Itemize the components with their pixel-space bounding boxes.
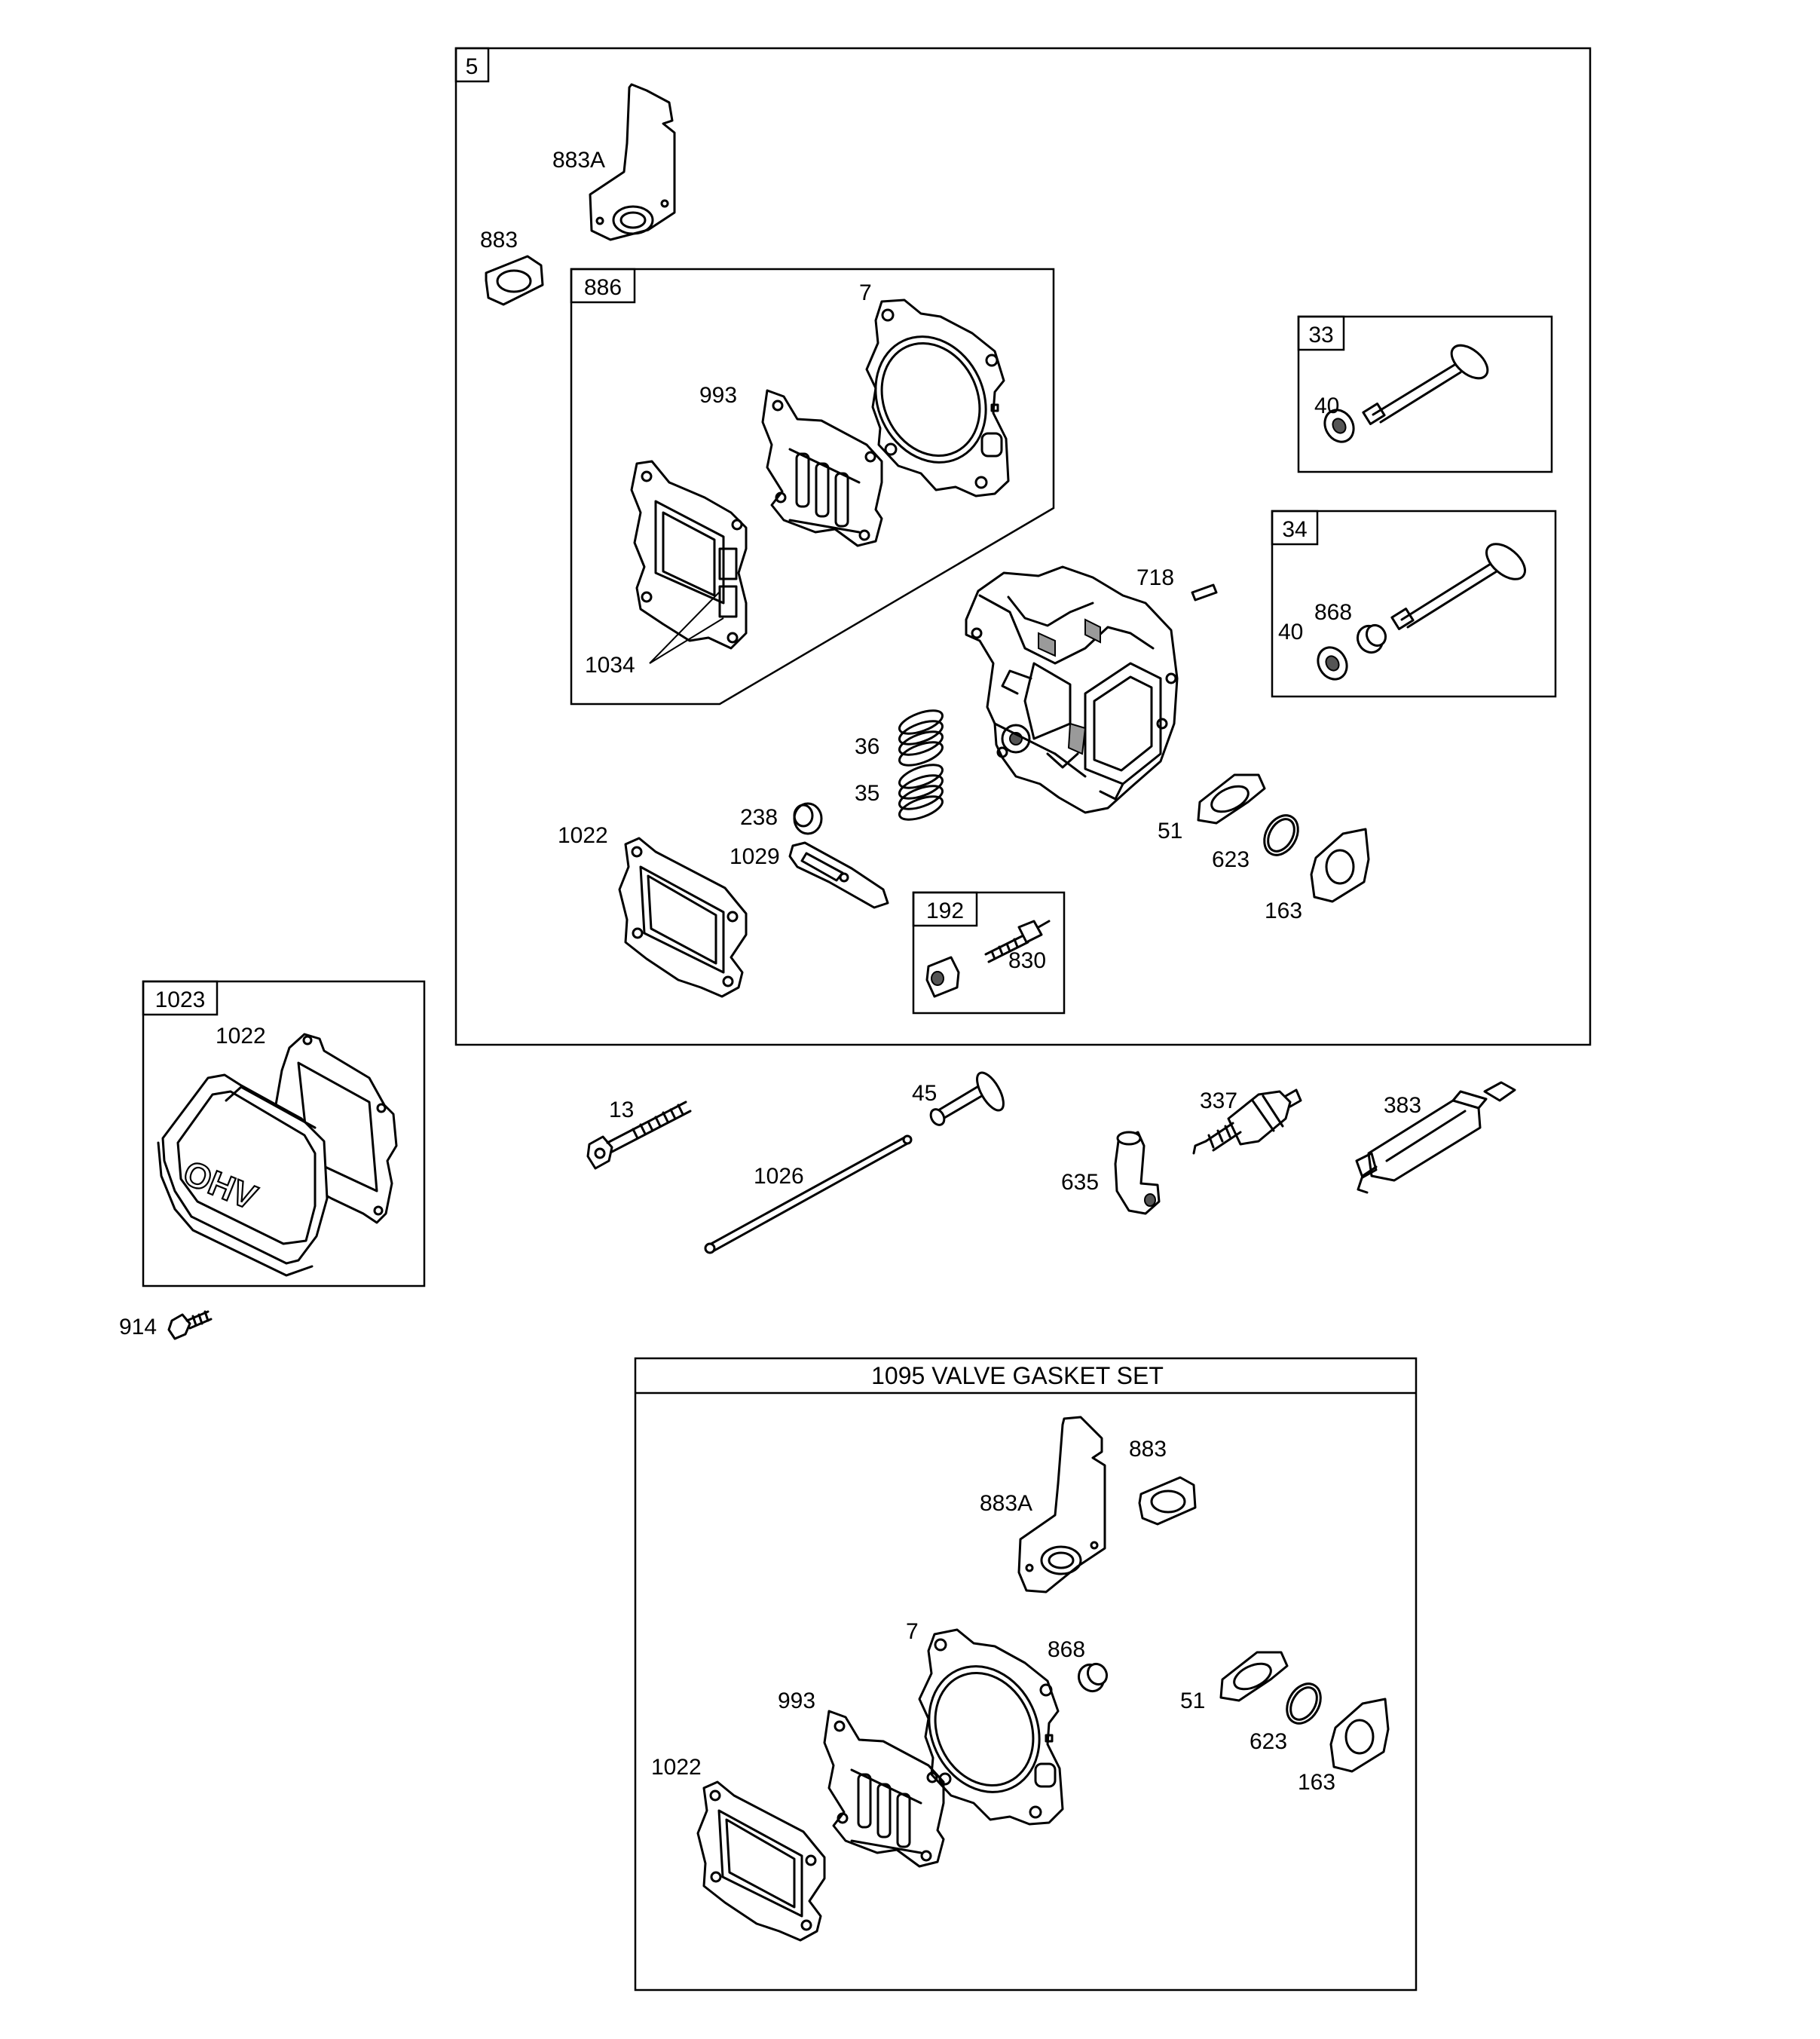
part-383-wrench[interactable] bbox=[1355, 1081, 1516, 1194]
label-51: 51 bbox=[1158, 819, 1182, 843]
label-40-a: 40 bbox=[1314, 393, 1339, 418]
part-993-gasket[interactable] bbox=[761, 389, 883, 547]
frame-886-label: 886 bbox=[584, 275, 622, 300]
label-635: 635 bbox=[1061, 1170, 1099, 1195]
frame-1095-gasket-set: 1095 VALVE GASKET SET bbox=[634, 1357, 1418, 1992]
set-part-993-gasket[interactable] bbox=[823, 1710, 945, 1868]
label-238: 238 bbox=[740, 805, 778, 830]
part-35-spring[interactable] bbox=[897, 760, 946, 824]
part-51-gasket[interactable] bbox=[1197, 773, 1266, 825]
label-383: 383 bbox=[1384, 1093, 1421, 1118]
label-40-b: 40 bbox=[1278, 620, 1303, 644]
set-label-7: 7 bbox=[906, 1619, 919, 1644]
set-part-1022-gasket[interactable] bbox=[696, 1780, 826, 1942]
frame-33-label: 33 bbox=[1308, 323, 1333, 347]
part-7-head-gasket[interactable] bbox=[855, 299, 1010, 498]
part-34-valve[interactable] bbox=[1390, 537, 1531, 630]
part-914-bolt[interactable] bbox=[167, 1310, 213, 1340]
frame-886: 886 bbox=[570, 268, 1055, 706]
set-label-163: 163 bbox=[1298, 1770, 1335, 1795]
label-914: 914 bbox=[119, 1315, 157, 1339]
part-1022-gasket-main[interactable] bbox=[618, 837, 748, 998]
gasket-set-title: 1095 VALVE GASKET SET bbox=[871, 1362, 1164, 1389]
set-label-883: 883 bbox=[1129, 1437, 1167, 1462]
label-623: 623 bbox=[1212, 847, 1250, 872]
part-830-stud[interactable] bbox=[984, 920, 1051, 963]
part-883a-bracket[interactable] bbox=[589, 83, 676, 241]
set-label-993: 993 bbox=[778, 1688, 815, 1713]
set-label-51: 51 bbox=[1180, 1688, 1205, 1713]
part-868-seal-a[interactable] bbox=[1353, 621, 1389, 657]
set-part-51-gasket[interactable] bbox=[1219, 1651, 1289, 1702]
part-13-bolt[interactable] bbox=[586, 1101, 692, 1170]
set-label-868: 868 bbox=[1048, 1637, 1085, 1662]
set-part-7-head-gasket[interactable] bbox=[909, 1628, 1064, 1826]
label-1022-cover: 1022 bbox=[216, 1024, 266, 1049]
label-45: 45 bbox=[912, 1081, 937, 1106]
part-1023-valve-cover[interactable]: OHV bbox=[157, 1073, 329, 1277]
label-718: 718 bbox=[1136, 565, 1174, 590]
part-1029-rocker[interactable] bbox=[788, 841, 889, 909]
part-163-gasket[interactable] bbox=[1310, 828, 1370, 903]
part-40-retainer-a[interactable] bbox=[1319, 405, 1359, 447]
part-1034-breather[interactable] bbox=[630, 460, 748, 650]
frame-33: 33 bbox=[1297, 315, 1553, 473]
leader-1034-a bbox=[649, 591, 720, 664]
part-238-cap[interactable] bbox=[793, 802, 823, 835]
part-718-pin[interactable] bbox=[1191, 583, 1218, 602]
label-883a: 883A bbox=[552, 148, 605, 173]
part-36-spring[interactable] bbox=[897, 706, 946, 770]
part-337-spark-plug[interactable] bbox=[1192, 1088, 1302, 1155]
label-868-a: 868 bbox=[1314, 600, 1352, 625]
leader-1034-b bbox=[649, 617, 724, 664]
part-192-nut[interactable] bbox=[925, 956, 960, 998]
set-label-623: 623 bbox=[1250, 1729, 1287, 1754]
frame-192: 192 bbox=[912, 891, 1066, 1015]
set-part-883a-bracket[interactable] bbox=[1017, 1416, 1106, 1594]
part-623-ring[interactable] bbox=[1258, 810, 1305, 861]
set-part-623-ring[interactable] bbox=[1280, 1678, 1328, 1729]
label-993: 993 bbox=[699, 383, 737, 408]
frame-192-label: 192 bbox=[926, 899, 964, 923]
part-635-boot[interactable] bbox=[1114, 1131, 1161, 1215]
label-163: 163 bbox=[1265, 899, 1302, 923]
label-1026: 1026 bbox=[754, 1164, 804, 1189]
frame-5-label: 5 bbox=[466, 54, 479, 79]
label-35: 35 bbox=[855, 781, 879, 806]
label-1034: 1034 bbox=[585, 653, 635, 678]
part-1026-pushrod[interactable] bbox=[704, 1134, 913, 1254]
label-36: 36 bbox=[855, 734, 879, 759]
set-part-163-gasket[interactable] bbox=[1329, 1698, 1390, 1773]
frame-34-label: 34 bbox=[1282, 517, 1307, 542]
frame-1023-label: 1023 bbox=[155, 987, 206, 1012]
frame-34: 34 bbox=[1271, 510, 1557, 698]
label-7: 7 bbox=[859, 280, 872, 305]
part-33-valve[interactable] bbox=[1362, 339, 1494, 425]
frame-1023: 1023 bbox=[142, 980, 426, 1287]
label-830: 830 bbox=[1008, 948, 1046, 973]
frame-5: 5 bbox=[454, 47, 1592, 1046]
set-label-883a: 883A bbox=[980, 1491, 1032, 1516]
part-45-tappet[interactable] bbox=[928, 1069, 1009, 1128]
label-1022: 1022 bbox=[558, 823, 608, 848]
label-13: 13 bbox=[609, 1098, 634, 1122]
part-40-retainer-b[interactable] bbox=[1312, 642, 1352, 684]
part-883-gasket[interactable] bbox=[485, 255, 544, 306]
set-label-1022: 1022 bbox=[651, 1755, 702, 1780]
label-1029: 1029 bbox=[730, 844, 780, 869]
set-part-883-gasket[interactable] bbox=[1138, 1476, 1197, 1526]
label-883: 883 bbox=[480, 228, 518, 253]
part-cylinder-head[interactable] bbox=[965, 565, 1179, 814]
label-337: 337 bbox=[1200, 1088, 1237, 1113]
set-part-868-seal[interactable] bbox=[1074, 1660, 1110, 1695]
